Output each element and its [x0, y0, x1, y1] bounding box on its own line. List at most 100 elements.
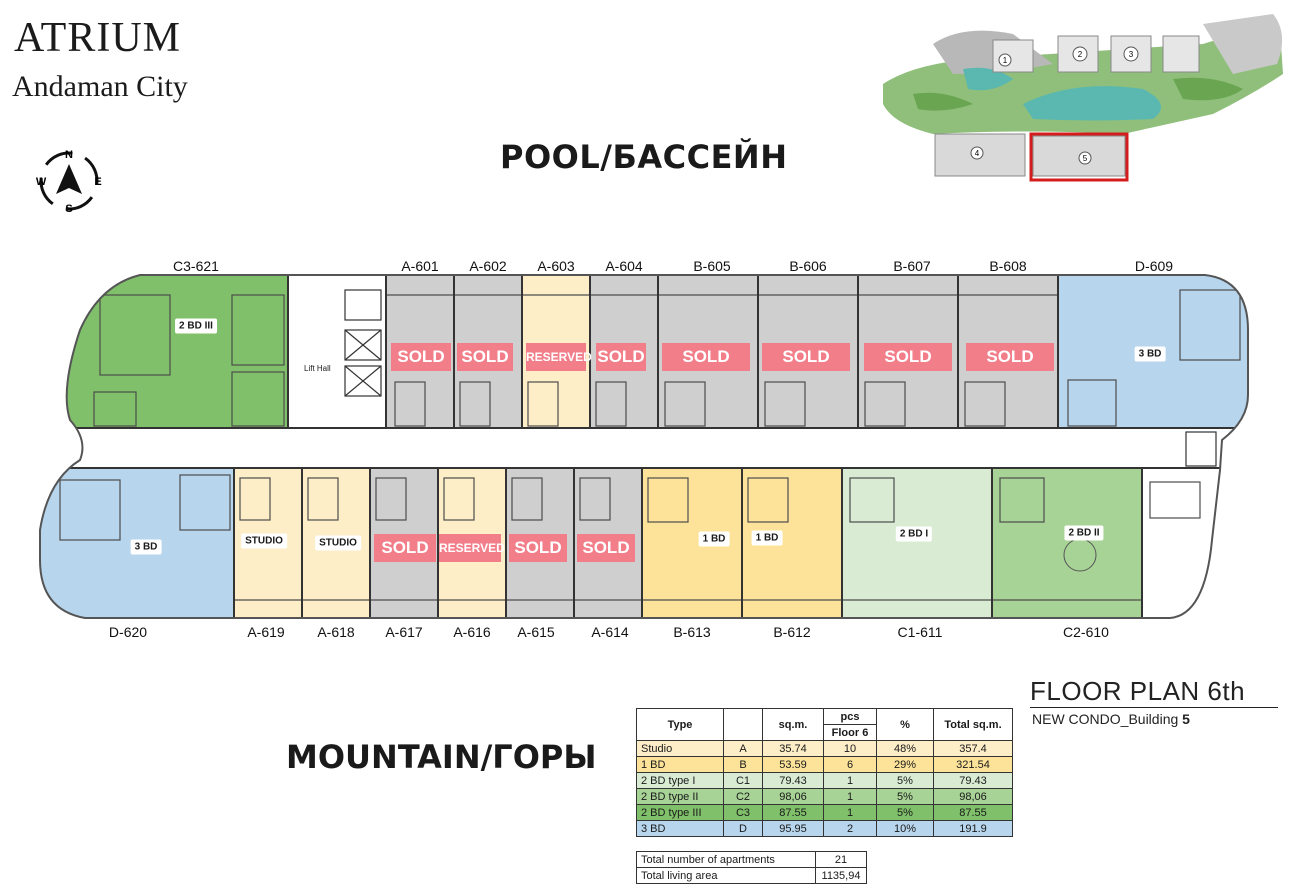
type-label-a619: STUDIO: [241, 533, 287, 549]
cell-pct: 48%: [876, 740, 934, 757]
unit-label-a-602: A-602: [469, 258, 507, 274]
cell-code: C1: [723, 772, 763, 789]
th-code: [723, 708, 763, 741]
cell-pcs: 6: [823, 756, 877, 773]
floor-plan-title: FLOOR PLAN 6th: [1030, 676, 1246, 706]
cell-code: C2: [723, 788, 763, 805]
brand-title: ATRIUM: [14, 15, 182, 61]
compass-south: S: [65, 203, 72, 214]
th-floor: Floor 6: [823, 724, 877, 741]
th-pcs: pcs: [823, 708, 877, 725]
unit-label-a-617: A-617: [385, 624, 423, 640]
cell-sqm: 79.43: [762, 772, 824, 789]
status-badge-a-602: SOLD: [457, 343, 513, 371]
totals-table: Total number of apartments 21 Total livi…: [636, 851, 867, 884]
cell-sqm: 95.95: [762, 820, 824, 837]
table-row: 2 BD type III C3 87.55 1 5% 87.55: [636, 804, 1013, 821]
site-building-4: 4: [975, 149, 980, 158]
status-badge-a-615: SOLD: [509, 534, 567, 562]
status-badge-a-603: RESERVED: [526, 343, 592, 371]
cell-sqm: 53.59: [762, 756, 824, 773]
brand-subtitle: Andaman City: [12, 70, 188, 103]
cell-sqm: 98,06: [762, 788, 824, 805]
type-label-b613: 1 BD: [698, 531, 730, 547]
cell-sqm: 35.74: [762, 740, 824, 757]
type-label-c1: 2 BD I: [895, 526, 933, 542]
th-pct: %: [876, 708, 934, 741]
status-badge-a-601: SOLD: [391, 343, 451, 371]
status-badge-a-617: SOLD: [374, 534, 436, 562]
unit-label-a-616: A-616: [453, 624, 491, 640]
cell-type: 2 BD type II: [636, 788, 724, 805]
unit-type-table: Type sq.m. pcs % Total sq.m. Floor 6 Stu…: [636, 708, 1013, 837]
site-building-3: 3: [1129, 50, 1134, 59]
floor-plan-building-number: 5: [1182, 711, 1190, 727]
cell-sqm: 87.55: [762, 804, 824, 821]
type-label-d609: 3 BD: [1134, 346, 1166, 362]
type-label-c2: 2 BD II: [1064, 525, 1104, 541]
cell-code: B: [723, 756, 763, 773]
unit-label-b-612: B-612: [773, 624, 811, 640]
status-badge-b-605: SOLD: [662, 343, 750, 371]
cell-pct: 5%: [876, 788, 934, 805]
site-map: 1 2 3 4 5: [883, 14, 1283, 182]
unit-label-b-606: B-606: [789, 258, 827, 274]
cell-type: 2 BD type III: [636, 804, 724, 821]
cell-pcs: 2: [823, 820, 877, 837]
th-sqm: sq.m.: [762, 708, 824, 741]
unit-c1-611: [842, 468, 992, 618]
floor-plan-subtitle-text: NEW CONDO_Building: [1032, 711, 1183, 727]
table-row: 2 BD type II C2 98,06 1 5% 98,06: [636, 788, 1013, 805]
unit-label-b-607: B-607: [893, 258, 931, 274]
unit-label-a-619: A-619: [247, 624, 285, 640]
lift-hall-label: Lift Hall: [304, 364, 331, 373]
compass-north: N: [65, 149, 73, 161]
total-apartments-label: Total number of apartments: [636, 851, 816, 868]
cell-type: 1 BD: [636, 756, 724, 773]
cell-total: 79.43: [933, 772, 1013, 789]
unit-label-d-609: D-609: [1134, 258, 1174, 274]
unit-c3-621: [40, 275, 288, 428]
table-row: Total living area 1135,94: [636, 867, 867, 884]
table-row: Studio A 35.74 10 48% 357.4: [636, 740, 1013, 757]
cell-pcs: 10: [823, 740, 877, 757]
unit-label-b-613: B-613: [673, 624, 711, 640]
cell-pcs: 1: [823, 804, 877, 821]
th-type: Type: [636, 708, 724, 741]
unit-label-a-614: A-614: [591, 624, 629, 640]
type-label-b612: 1 BD: [751, 530, 783, 546]
unit-label-a-618: A-618: [317, 624, 355, 640]
unit-label-b-605: B-605: [693, 258, 731, 274]
compass-west: W: [36, 176, 47, 188]
cell-pct: 10%: [876, 820, 934, 837]
total-area-label: Total living area: [636, 867, 816, 884]
cell-type: Studio: [636, 740, 724, 757]
pool-label: POOL/БАССЕЙН: [500, 138, 788, 176]
cell-type: 3 BD: [636, 820, 724, 837]
th-total: Total sq.m.: [933, 708, 1013, 741]
site-building-1: 1: [1003, 56, 1008, 65]
table-row: 1 BD B 53.59 6 29% 321.54: [636, 756, 1013, 773]
status-badge-a-604: SOLD: [596, 343, 646, 371]
cell-pcs: 1: [823, 772, 877, 789]
unit-label-a-615: A-615: [517, 624, 555, 640]
site-building-5: 5: [1083, 154, 1088, 163]
status-badge-a-616: RESERVED: [439, 534, 505, 562]
stair-core-east: [1142, 468, 1222, 618]
status-badge-b-606: SOLD: [762, 343, 850, 371]
cell-code: C3: [723, 804, 763, 821]
unit-label-c3-621: C3-621: [173, 258, 219, 274]
cell-total: 98,06: [933, 788, 1013, 805]
corridor: [40, 428, 1248, 468]
status-badge-b-608: SOLD: [966, 343, 1054, 371]
unit-label-d-620: D-620: [108, 624, 148, 640]
cell-code: A: [723, 740, 763, 757]
cell-pct: 5%: [876, 772, 934, 789]
cell-pct: 5%: [876, 804, 934, 821]
mountain-label: MOUNTAIN/ГОРЫ: [286, 738, 597, 776]
cell-code: D: [723, 820, 763, 837]
cell-pcs: 1: [823, 788, 877, 805]
unit-label-a-603: A-603: [537, 258, 575, 274]
cell-total: 321.54: [933, 756, 1013, 773]
unit-label-c2-610: C2-610: [1063, 624, 1109, 640]
